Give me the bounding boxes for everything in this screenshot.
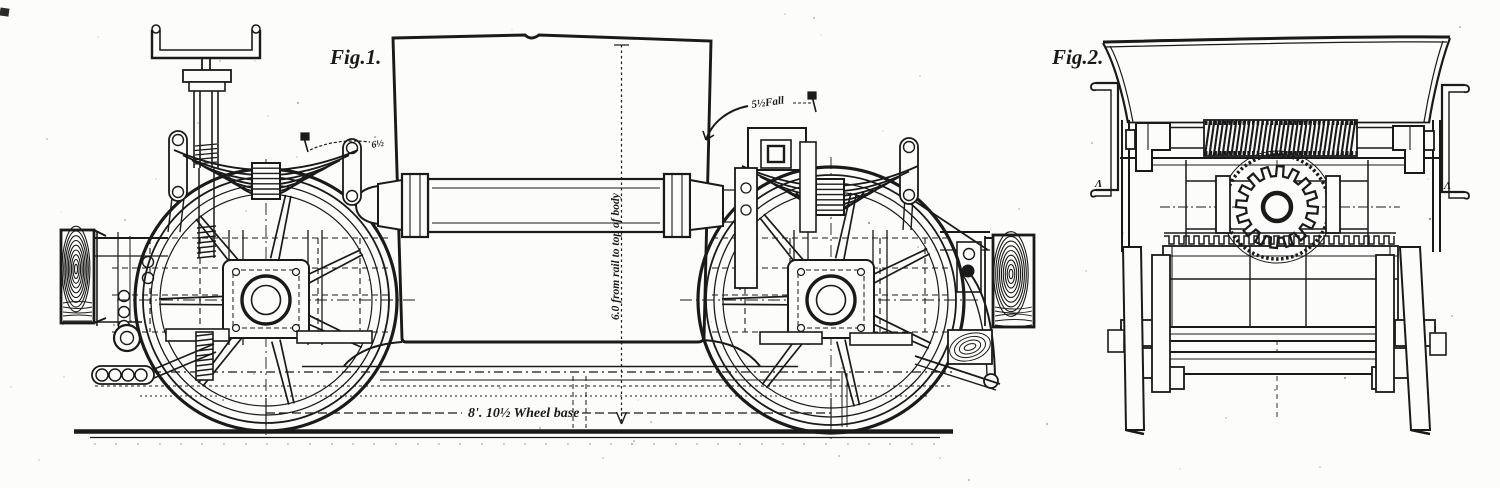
- svg-text:5½Fall: 5½Fall: [751, 94, 786, 111]
- svg-text:Λ: Λ: [1443, 180, 1451, 192]
- svg-text:6.0 from rail to top of body: 6.0 from rail to top of body: [610, 192, 622, 320]
- svg-text:Fig.2.: Fig.2.: [1051, 45, 1103, 69]
- svg-text:6½: 6½: [371, 138, 386, 151]
- svg-text:8'. 10½ Wheel base: 8'. 10½ Wheel base: [468, 406, 579, 421]
- svg-text:Λ: Λ: [1094, 178, 1102, 190]
- svg-text:Fig.1.: Fig.1.: [329, 45, 381, 69]
